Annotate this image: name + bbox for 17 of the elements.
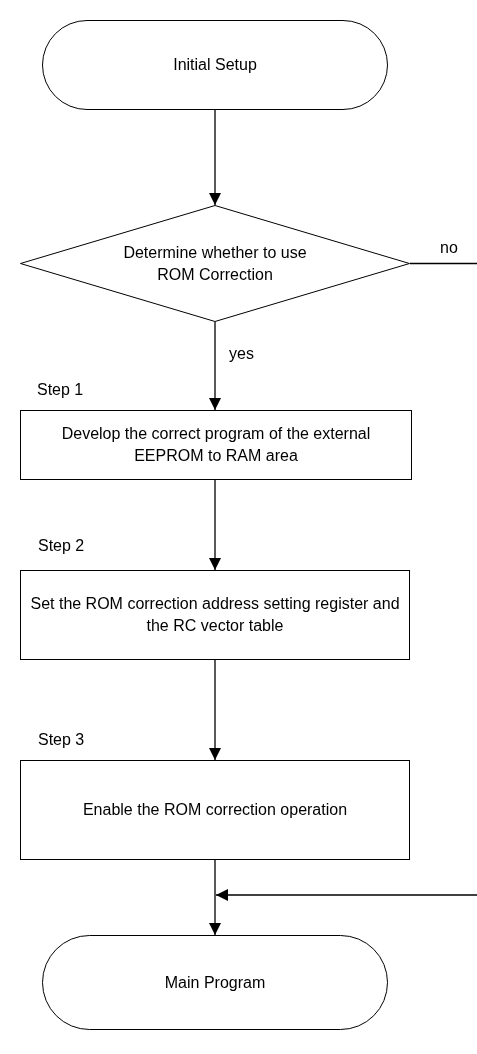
node-text: Set the ROM correction address setting register and the RC vector table <box>29 594 401 636</box>
process-box <box>20 410 412 480</box>
arrow <box>209 109 221 206</box>
arrow <box>209 659 221 761</box>
node-text: Develop the correct program of the external EEPROM to RAM area <box>60 424 372 466</box>
arrow <box>209 859 221 936</box>
process-box <box>20 570 410 660</box>
step-label: Step 2 <box>38 538 85 554</box>
node-text: Initial Setup <box>173 55 257 75</box>
node-text: Main Program <box>164 972 266 993</box>
node-text: Enable the ROM correction operation <box>82 800 348 820</box>
node-text: Determine whether to use ROM Correction <box>122 242 308 285</box>
decision-diamond <box>20 205 410 322</box>
process-box <box>20 760 410 860</box>
arrow <box>209 321 221 411</box>
arrow <box>215 889 477 901</box>
arrow <box>209 479 221 571</box>
